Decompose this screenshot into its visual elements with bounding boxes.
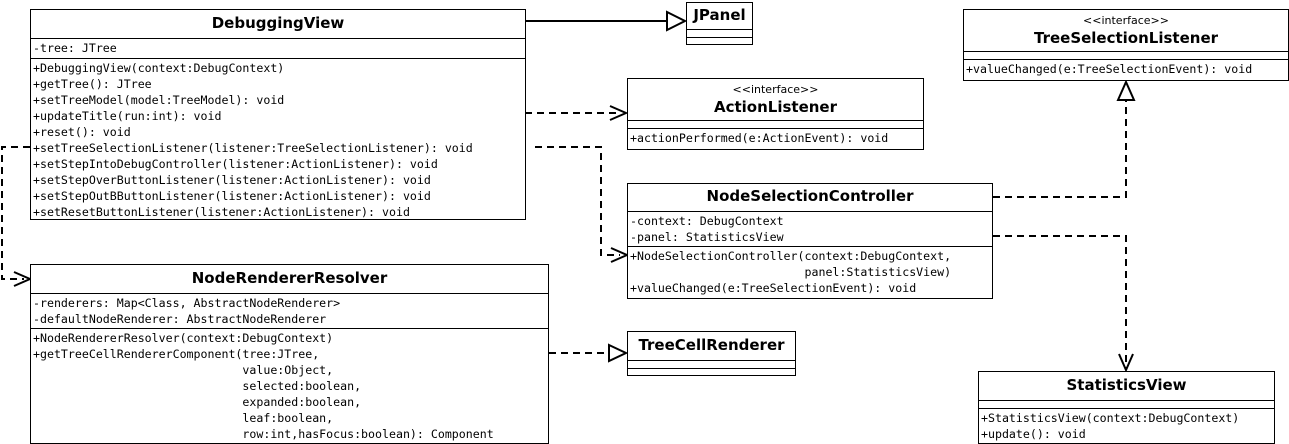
attributes-section: -renderers: Map<Class, AbstractNodeRende… [31,293,548,328]
method: leaf:boolean, [33,411,334,425]
method: +updateTitle(run:int): void [33,109,222,123]
method: +DebuggingView(context:DebugContext) [33,61,285,75]
methods-section: +valueChanged(e:TreeSelectionEvent): voi… [964,59,1288,77]
class-treecellrenderer: TreeCellRenderer [627,331,796,376]
attribute: -tree: JTree [33,41,117,55]
class-actionlistener: <<interface>> ActionListener +actionPerf… [627,78,924,150]
methods-section: +NodeRendererResolver(context:DebugConte… [31,328,548,442]
methods-section: +NodeSelectionController(context:DebugCo… [628,246,992,296]
method: +setStepOutBButtonListener(listener:Acti… [33,189,431,203]
methods-section [628,368,795,375]
methods-section: +DebuggingView(context:DebugContext) +ge… [31,58,525,219]
method: +NodeRendererResolver(context:DebugConte… [33,331,334,345]
attributes-section: -context: DebugContext -panel: Statistic… [628,211,992,246]
method: +setStepIntoDebugController(listener:Act… [33,157,438,171]
method: panel:StatisticsView) [630,265,952,279]
generalization-arrowhead [666,10,688,32]
class-name: ActionListener [713,98,838,116]
attributes-section [979,400,1274,408]
dependency-arrowhead [609,105,629,121]
method: value:Object, [33,363,334,377]
method: +NodeSelectionController(context:DebugCo… [630,249,952,263]
class-name: TreeCellRenderer [638,336,785,354]
edge-nodeselectioncontroller-treeselectionlistener [993,100,1127,198]
attribute: -renderers: Map<Class, AbstractNodeRende… [33,296,341,310]
realization-arrowhead [1116,79,1136,101]
class-name: TreeSelectionListener [1033,29,1219,47]
method: +getTreeCellRendererComponent(tree:JTree… [33,347,320,361]
realization-arrowhead [608,343,629,363]
class-name: StatisticsView [1066,376,1187,394]
attributes-section [628,120,923,128]
method: +StatisticsView(context:DebugContext) [981,411,1240,425]
methods-section: +StatisticsView(context:DebugContext) +u… [979,408,1274,442]
edge-debuggingview-nodeselectioncontroller [535,146,620,256]
method: selected:boolean, [33,379,362,393]
methods-section [687,37,752,44]
method: +valueChanged(e:TreeSelectionEvent): voi… [630,281,917,295]
class-statisticsview: StatisticsView +StatisticsView(context:D… [978,371,1275,444]
dependency-arrowhead [1118,353,1134,373]
class-nodeselectioncontroller: NodeSelectionController -context: DebugC… [627,183,993,299]
attributes-section: -tree: JTree [31,38,525,58]
edge-debuggingview-noderendererresolver [1,146,30,280]
attributes-section [964,51,1288,59]
class-name: JPanel [693,6,746,24]
class-debuggingview: DebuggingView -tree: JTree +DebuggingVie… [30,9,526,220]
method: +valueChanged(e:TreeSelectionEvent): voi… [966,62,1253,76]
method: +setStepOverButtonListener(listener:Acti… [33,173,431,187]
edge-nodeselectioncontroller-statisticsview [993,235,1127,368]
stereotype: <<interface>> [1083,14,1169,27]
attributes-section [687,29,752,37]
method: +reset(): void [33,125,131,139]
class-treeselectionlistener: <<interface>> TreeSelectionListener +val… [963,9,1289,81]
method: row:int,hasFocus:boolean): Component [33,427,494,441]
class-noderendererresolver: NodeRendererResolver -renderers: Map<Cla… [30,264,549,444]
attributes-section [628,360,795,368]
class-name: DebuggingView [211,14,345,32]
class-jpanel: JPanel [686,2,753,45]
method: +update(): void [981,427,1086,441]
method: +actionPerformed(e:ActionEvent): void [630,131,889,145]
attribute: -panel: StatisticsView [630,230,784,244]
method: +getTree(): JTree [33,77,152,91]
stereotype: <<interface>> [732,83,819,96]
method: +setTreeSelectionListener(listener:TreeS… [33,141,473,155]
class-name: NodeSelectionController [706,187,914,205]
class-name: NodeRendererResolver [191,269,388,287]
method: +setResetButtonListener(listener:ActionL… [33,205,410,219]
attribute: -defaultNodeRenderer: AbstractNodeRender… [33,312,327,326]
attribute: -context: DebugContext [630,214,784,228]
methods-section: +actionPerformed(e:ActionEvent): void [628,128,923,146]
method: expanded:boolean, [33,395,362,409]
method: +setTreeModel(model:TreeModel): void [33,93,285,107]
